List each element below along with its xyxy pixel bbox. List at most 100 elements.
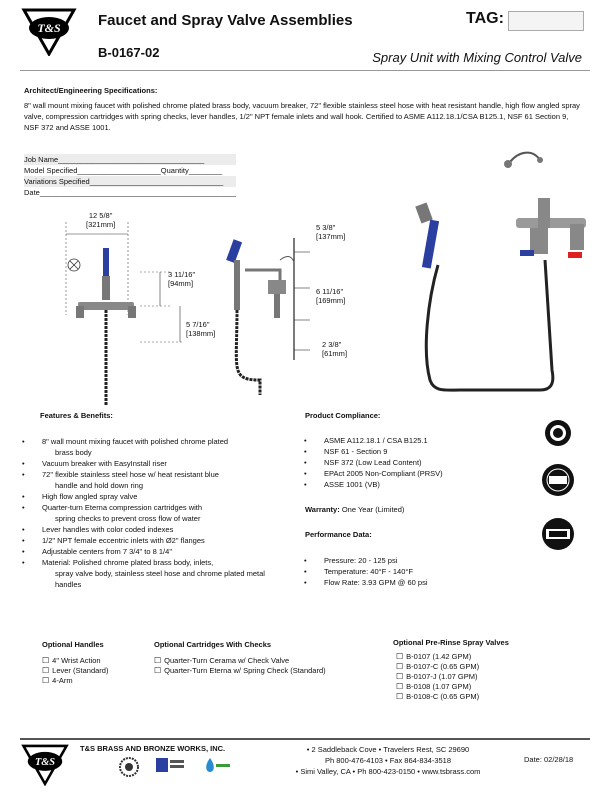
feature-text: 72" flexible stainless steel hose w/ hea…	[42, 470, 219, 479]
option-checkbox[interactable]: B-0107-J (1.07 GPM)	[396, 672, 479, 682]
specs-heading: Architect/Engineering Specifications:	[24, 86, 158, 95]
watersense-icon	[202, 756, 232, 776]
compliance-heading: Product Compliance:	[305, 411, 381, 420]
job-name-field[interactable]: Job Name________________________________…	[24, 154, 236, 165]
dim-d1-mm-wrap: [137mm]	[316, 232, 346, 241]
list-item: Flow Rate: 3.93 GPM @ 60 psi	[300, 577, 520, 588]
option-checkbox[interactable]: Quarter-Turn Cerama w/ Check Valve	[154, 656, 326, 666]
date-field[interactable]: Date____________________________________…	[24, 188, 236, 197]
option-checkbox[interactable]: B-0107 (1.42 GPM)	[396, 652, 479, 662]
option-checkbox[interactable]: 4" Wrist Action	[42, 656, 108, 666]
option-checkbox[interactable]: Lever (Standard)	[42, 666, 108, 676]
list-item: Adjustable centers from 7 3/4" to 8 1/4"	[18, 546, 288, 557]
dim-h2: 5 7/16" [138mm]	[186, 320, 215, 338]
revision-date: Date: 02/28/18	[524, 755, 574, 764]
tag-field[interactable]	[508, 11, 584, 31]
dim-h1: 3 11/16" [94mm]	[168, 270, 195, 288]
optional-cartridges-heading: Optional Cartridges With Checks	[154, 640, 272, 649]
option-checkbox[interactable]: B-0108-C (0.65 GPM)	[396, 692, 479, 702]
feature-text: Quarter-turn Eterna compression cartridg…	[42, 503, 203, 512]
list-item: ASSE 1001 (VB)	[300, 479, 520, 490]
list-item: ASME A112.18.1 / CSA B125.1	[300, 435, 520, 446]
optional-spray-heading: Optional Pre-Rinse Spray Valves	[393, 638, 509, 647]
dim-width: 12 5/8" [321mm]	[86, 211, 115, 229]
option-checkbox[interactable]: B-0108 (1.07 GPM)	[396, 682, 479, 692]
optional-handles-list: 4" Wrist Action Lever (Standard) 4-Arm	[42, 656, 108, 686]
model-number: B-0167-02	[98, 45, 160, 60]
dim-d3-mm-wrap: [61mm]	[322, 349, 348, 358]
option-checkbox[interactable]: Quarter-Turn Eterna w/ Spring Check (Sta…	[154, 666, 325, 676]
dim-width-mm-wrap: [321mm]	[86, 220, 116, 229]
tag-label: TAG:	[466, 10, 504, 27]
svg-text:T&S: T&S	[37, 21, 61, 35]
optional-handles-heading: Optional Handles	[42, 640, 104, 649]
list-item: NSF 372 (Low Lead Content)	[300, 457, 520, 468]
header-divider	[20, 70, 590, 71]
dim-h2-mm-wrap: [138mm]	[186, 329, 216, 338]
warranty-label: Warranty:	[305, 505, 340, 514]
page-title: Faucet and Spray Valve Assemblies	[98, 12, 353, 29]
front-view-diagram	[40, 210, 240, 410]
warranty: Warranty: One Year (Limited)	[305, 504, 404, 515]
dim-d3-in: 2 3/8"	[322, 340, 342, 349]
dim-d1: 5 3/8" [137mm]	[316, 223, 345, 241]
dim-d3-mm: 61mm	[324, 349, 345, 358]
specs-body: 8" wall mount mixing faucet with polishe…	[24, 101, 580, 132]
assse-certification-icon	[540, 516, 576, 552]
badge-icon	[118, 756, 140, 778]
compliance-list: ASME A112.18.1 / CSA B125.1 NSF 61 - Sec…	[300, 435, 520, 490]
dim-d2-mm-wrap: [169mm]	[316, 296, 346, 305]
features-list: 8" wall mount mixing faucet with polishe…	[18, 436, 288, 590]
dim-width-in: 12 5/8"	[88, 211, 113, 220]
ts-logo: T&S	[20, 6, 78, 58]
dim-d1-mm: 137mm	[318, 232, 344, 241]
option-checkbox[interactable]: B-0107-C (0.65 GPM)	[396, 662, 479, 672]
optional-cartridges-list: Quarter-Turn Cerama w/ Check Valve Quart…	[154, 656, 326, 676]
feature-text: Adjustable centers from 7 3/4" to 8 1/4"	[42, 547, 172, 556]
performance-heading: Performance Data:	[305, 530, 372, 539]
page-subtitle: Spray Unit with Mixing Control Valve	[372, 50, 582, 65]
list-item: EPAct 2005 Non-Compliant (PRSV)	[300, 468, 520, 479]
job-fields: Job Name________________________________…	[24, 154, 236, 198]
list-item: Material: Polished chrome plated brass b…	[18, 557, 288, 590]
company-address: • 2 Saddleback Cove • Travelers Rest, SC…	[283, 744, 493, 777]
feature-text: 8" wall mount mixing faucet with polishe…	[42, 437, 229, 446]
side-view-diagram	[220, 230, 360, 400]
address-line-3: • Simi Valley, CA • Ph 800-423-0150 • ww…	[295, 767, 481, 776]
csa-certification-icon	[538, 418, 578, 448]
nsf-certification-icon	[540, 462, 576, 498]
footer-divider	[20, 738, 590, 740]
address-line-1: • 2 Saddleback Cove • Travelers Rest, SC…	[306, 745, 470, 754]
option-checkbox[interactable]: 4-Arm	[42, 676, 108, 686]
list-item: Pressure: 20 - 125 psi	[300, 555, 520, 566]
company-name: T&S BRASS AND BRONZE WORKS, INC.	[80, 744, 226, 753]
list-item: High flow angled spray valve	[18, 491, 288, 502]
features-heading: Features & Benefits:	[40, 411, 113, 420]
feature-cont: spray valve body, stainless steel hose a…	[55, 569, 265, 589]
dim-h1-in: 3 11/16"	[168, 270, 196, 279]
address-line-2: Ph 800-476-4103 • Fax 864-834-3518	[324, 756, 452, 765]
dim-h2-mm: 138mm	[188, 329, 214, 338]
list-item: 1/2" NPT female eccentric inlets with Ø2…	[18, 535, 288, 546]
list-item: Temperature: 40°F - 140°F	[300, 566, 520, 577]
variations-field[interactable]: Variations Specified____________________…	[24, 176, 236, 187]
list-item: 8" wall mount mixing faucet with polishe…	[18, 436, 288, 458]
dim-width-mm: 321mm	[88, 220, 114, 229]
dim-h2-in: 5 7/16"	[186, 320, 210, 329]
performance-list: Pressure: 20 - 125 psi Temperature: 40°F…	[300, 555, 520, 588]
list-item: Quarter-turn Eterna compression cartridg…	[18, 502, 288, 524]
model-specified-field[interactable]: Model Specified____________________Quant…	[24, 166, 223, 175]
optional-spray-list: B-0107 (1.42 GPM) B-0107-C (0.65 GPM) B-…	[396, 652, 479, 702]
feature-text: Material: Polished chrome plated brass b…	[42, 558, 214, 567]
feature-text: High flow angled spray valve	[42, 492, 138, 501]
dim-h1-mm-wrap: [94mm]	[168, 279, 194, 288]
dim-h1-mm: 94mm	[170, 279, 191, 288]
dim-d2-in: 6 11/16"	[316, 287, 344, 296]
feature-text: 1/2" NPT female eccentric inlets with Ø2…	[42, 536, 205, 545]
list-item: Vacuum breaker with EasyInstall riser	[18, 458, 288, 469]
feature-text: Lever handles with color coded indexes	[42, 525, 174, 534]
svg-text:T&S: T&S	[35, 757, 55, 768]
dim-d2: 6 11/16" [169mm]	[316, 287, 345, 305]
feature-cont: handle and hold down ring	[55, 481, 143, 490]
warranty-value: One Year (Limited)	[341, 505, 405, 514]
